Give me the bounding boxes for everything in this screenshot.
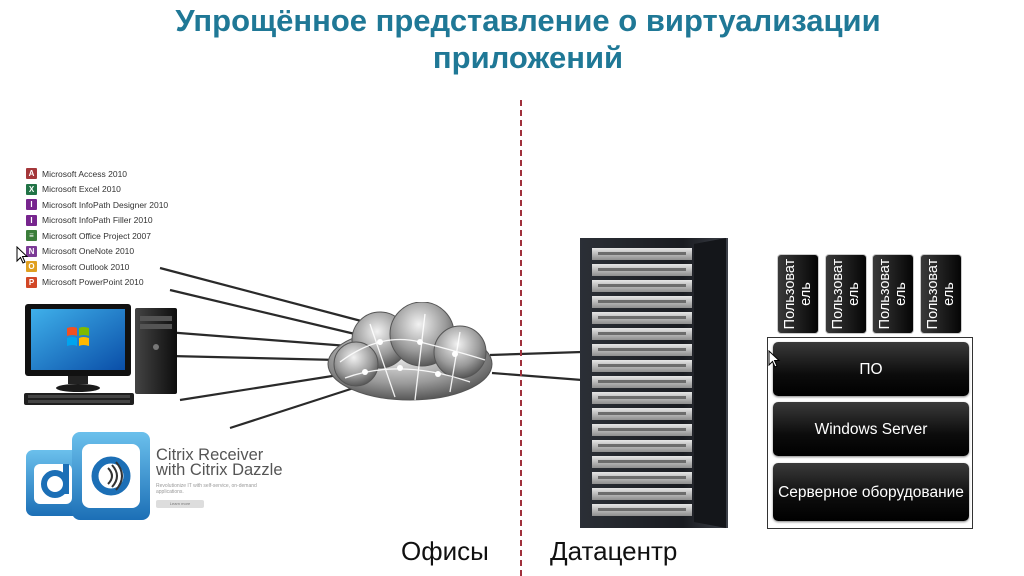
server-unit-grille (598, 268, 686, 271)
user-block: Пользователь (777, 254, 819, 334)
server-unit-grille (598, 252, 686, 255)
caption-offices: Офисы (401, 536, 489, 566)
app-item[interactable]: I Microsoft InfoPath Filler 2010 (26, 213, 168, 229)
citrix-receiver-promo: Citrix Receiver with Citrix Dazzle Revol… (156, 446, 283, 508)
app-item[interactable]: A Microsoft Access 2010 (26, 166, 168, 182)
user-block: Пользователь (825, 254, 867, 334)
network-cloud-icon (327, 302, 493, 401)
citrix-name-line-1: Citrix Receiver (156, 446, 264, 464)
app-icon: X (26, 183, 37, 195)
app-label: Microsoft Access 2010 (42, 168, 128, 179)
wire-apps-2 (169, 288, 356, 336)
wire-apps (159, 266, 366, 324)
caption-datacenter: Датацентр (550, 536, 678, 566)
user-label: Пользователь (830, 258, 862, 330)
app-item[interactable]: P Microsoft PowerPoint 2010 (26, 275, 168, 291)
app-icon: O (26, 261, 37, 273)
user-block: Пользователь (872, 254, 914, 334)
wire-server-1 (489, 350, 583, 357)
citrix-name-line-2: with Citrix Dazzle (156, 461, 283, 479)
user-label: Пользователь (782, 258, 814, 330)
citrix-tagline: Revolutionize IT with self-service, on-d… (156, 483, 257, 495)
server-unit-grille (598, 300, 686, 303)
app-label: Microsoft Outlook 2010 (42, 261, 130, 272)
server-unit-grille (598, 348, 686, 351)
desktop-computer-icon (24, 304, 177, 405)
app-icon: A (26, 168, 37, 180)
app-icon: I (26, 214, 37, 226)
wire-server-2 (491, 371, 583, 382)
app-item[interactable]: ≡ Microsoft Office Project 2007 (26, 228, 168, 244)
server-unit-grille (598, 444, 686, 447)
app-item[interactable]: N Microsoft OneNote 2010 (26, 244, 168, 260)
user-block: Пользователь (920, 254, 962, 334)
server-unit-grille (598, 316, 686, 319)
server-unit-grille (598, 332, 686, 335)
server-unit-grille (598, 364, 686, 367)
title-line-2: приложений (432, 40, 624, 75)
server-unit-grille (598, 492, 686, 495)
layer-software: ПО (773, 342, 969, 396)
server-unit-grille (598, 380, 686, 383)
wire-citrix-1 (179, 372, 346, 402)
slide-title: Упрощённое представление о виртуализации… (0, 2, 1024, 76)
offices-datacenter-divider (520, 100, 522, 576)
app-item[interactable]: O Microsoft Outlook 2010 (26, 259, 168, 275)
layer-windows-server: Windows Server (773, 402, 969, 456)
user-label: Пользователь (925, 258, 957, 330)
citrix-learn-more-button[interactable]: Learn more (156, 500, 204, 508)
app-icon: ≡ (26, 230, 37, 242)
server-unit-grille (598, 428, 686, 431)
layer-server-hardware: Серверное оборудование (773, 463, 969, 521)
app-icon: I (26, 199, 37, 211)
app-item[interactable]: I Microsoft InfoPath Designer 2010 (26, 197, 168, 213)
server-rack-icon (580, 238, 728, 528)
wire-pc-2 (169, 354, 339, 362)
server-unit-grille (598, 284, 686, 287)
wire-citrix-2 (229, 384, 361, 430)
server-unit-grille (598, 396, 686, 399)
user-label: Пользователь (877, 258, 909, 330)
app-icon: P (26, 276, 37, 288)
server-unit-grille (598, 460, 686, 463)
server-unit-grille (598, 508, 686, 511)
mouse-cursor-icon (768, 350, 781, 368)
app-item[interactable]: X Microsoft Excel 2010 (26, 182, 168, 198)
app-icon: N (26, 245, 37, 257)
app-label: Microsoft InfoPath Designer 2010 (42, 199, 169, 210)
app-label: Microsoft OneNote 2010 (42, 246, 135, 257)
title-line-1: Упрощённое представление о виртуализации (175, 3, 881, 38)
mouse-cursor-icon (16, 246, 29, 264)
app-label: Microsoft InfoPath Filler 2010 (42, 215, 153, 226)
app-label: Microsoft PowerPoint 2010 (42, 277, 144, 288)
server-unit-grille (598, 476, 686, 479)
app-label: Microsoft Excel 2010 (42, 184, 121, 195)
app-label: Microsoft Office Project 2007 (42, 230, 151, 241)
application-list: A Microsoft Access 2010 X Microsoft Excel … (26, 166, 168, 290)
server-unit-grille (598, 412, 686, 415)
citrix-dazzle-logo-icon (26, 432, 150, 520)
